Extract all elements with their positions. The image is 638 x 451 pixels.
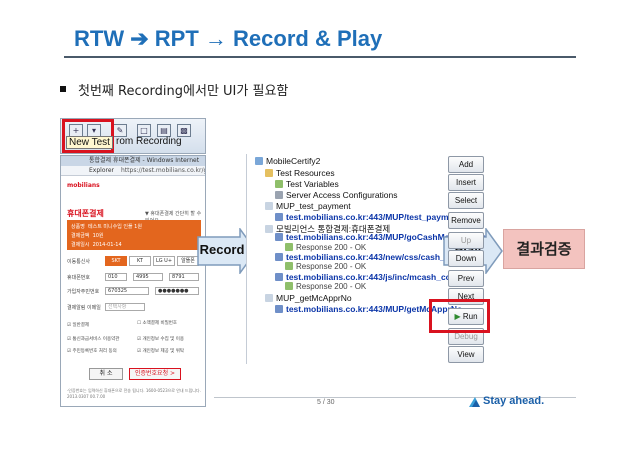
check-ssn[interactable]: ☑ 주민등록번호 처리 동의 xyxy=(67,349,117,354)
folder-icon xyxy=(265,169,273,177)
ssn-back-input[interactable]: ●●●●●●● xyxy=(155,287,199,295)
select-button[interactable]: Select xyxy=(448,192,484,209)
carrier-tab-kt[interactable]: KT xyxy=(129,256,151,266)
page-icon xyxy=(265,225,273,233)
carrier-tab-skt[interactable]: SKT xyxy=(105,256,127,266)
payment-summary-band: 상품명 테스트 미니수입 인플 1원 결제금액 10원 결제일시 2014-01… xyxy=(67,220,201,250)
title-rpt: RPT xyxy=(154,26,199,51)
tree-item[interactable]: MUP_getMcApprNo xyxy=(265,293,352,303)
down-button[interactable]: Down xyxy=(448,250,484,267)
run-highlight xyxy=(429,299,490,333)
from-recording-label: rom Recording xyxy=(116,136,182,147)
carrier-tabs: SKT KT LG U+ 알뜰폰 xyxy=(105,256,201,266)
thick-arrow-icon: ➔ xyxy=(130,26,149,51)
request-icon xyxy=(275,213,283,221)
ssn-front-input[interactable]: 670325 xyxy=(105,287,149,295)
band-row: 결제일시 2014-01-14 xyxy=(71,242,122,248)
new-test-tooltip: New Test xyxy=(66,136,113,149)
notice-email-label: 결제알림 이메일 xyxy=(67,305,101,311)
result-verification-box: 결과검증 xyxy=(503,229,585,269)
response-icon xyxy=(285,262,293,270)
response-icon xyxy=(285,243,293,251)
run-button[interactable]: ▶ Run xyxy=(448,308,484,325)
variable-icon xyxy=(275,180,283,188)
page-footer-note: ·인증번호는 입력하신 휴대폰으로 전송 됩니다. 1600-0523으로 안내… xyxy=(67,388,201,399)
tree-item[interactable]: Test Resources xyxy=(265,168,335,178)
check-general[interactable]: ☑ 일반결제 xyxy=(67,323,90,328)
view-button[interactable]: View xyxy=(448,346,484,363)
phone-prefix-select[interactable]: 010 xyxy=(105,273,127,281)
ssn-label: 가입자주민번호 xyxy=(67,289,100,295)
copy-icon[interactable]: □ xyxy=(137,124,151,137)
add-button[interactable]: Add xyxy=(448,156,484,173)
mobilians-logo: mobilians xyxy=(67,182,100,189)
browser-title-bar: 통합결제 휴대폰결제 - Windows Internet Explorer xyxy=(61,156,205,174)
request-icon xyxy=(275,253,283,261)
title-divider xyxy=(64,56,576,58)
tree-item[interactable]: test.mobilians.co.kr:443/js/inc/mcash_co… xyxy=(275,272,479,282)
title-rtw: RTW xyxy=(74,26,125,51)
footer-divider xyxy=(214,397,576,398)
phone-payment-heading: 휴대폰결제 xyxy=(67,209,104,218)
carrier-label: 이동통신사 xyxy=(67,259,91,265)
run-icon: ▶ xyxy=(454,312,461,321)
response-icon xyxy=(285,282,293,290)
phone-last-input[interactable]: 8791 xyxy=(169,273,199,281)
tree-item[interactable]: MUP_test_payment xyxy=(265,201,351,211)
tree-item[interactable]: MobileCertify2 xyxy=(255,156,320,166)
tree-item[interactable]: test.mobilians.co.kr:443/MUP/getMcApprNo xyxy=(275,304,462,314)
remove-button[interactable]: Remove xyxy=(448,212,484,229)
insert-button[interactable]: Insert xyxy=(448,174,484,191)
page-icon[interactable]: ▤ xyxy=(157,124,171,137)
slide-title: RTW ➔ RPT → Record & Play xyxy=(74,26,382,52)
arrow-right-icon: → xyxy=(204,26,227,51)
page-number: 5 / 30 xyxy=(317,399,335,406)
brand-tagline: Stay ahead. xyxy=(483,395,545,407)
brand-logo-icon xyxy=(469,397,480,407)
cancel-button[interactable]: 취 소 xyxy=(89,368,123,380)
server-config-icon xyxy=(275,191,283,199)
tree-item[interactable]: Server Access Configurations xyxy=(275,190,398,200)
title-record-play: Record & Play xyxy=(233,26,383,51)
browser-address-bar[interactable]: https://test.mobilians.co.kr/goCashMain.… xyxy=(61,166,205,176)
up-button[interactable]: Up xyxy=(448,232,484,249)
prev-button[interactable]: Prev xyxy=(448,270,484,287)
tree-item-selected[interactable]: test.mobilians.co.kr:443/MUP/goCashMain.… xyxy=(275,232,486,242)
run-label: Run xyxy=(462,312,478,321)
notice-email-input[interactable]: 선택사항 xyxy=(105,303,145,311)
page-icon xyxy=(265,294,273,302)
carrier-tab-lgu[interactable]: LG U+ xyxy=(153,256,175,266)
record-label: Record xyxy=(199,242,245,257)
phone-label: 휴대폰번호 xyxy=(67,275,91,281)
tree-item[interactable]: 모빌리언스 통합결제:휴대폰결제 xyxy=(265,223,390,235)
test-tree-panel: MobileCertify2 Test Resources Test Varia… xyxy=(246,154,486,364)
bullet-square-icon xyxy=(60,86,66,92)
tree-item[interactable]: test.mobilians.co.kr:443/MUP/test_paymen… xyxy=(275,212,464,222)
request-code-button[interactable]: 인증번호요청 > xyxy=(129,368,181,380)
request-icon xyxy=(275,233,283,241)
test-icon xyxy=(255,157,263,165)
tree-item[interactable]: Response 200 - OK xyxy=(285,243,366,252)
check-privacy[interactable]: ☑ 개인정보 수집 및 이용 xyxy=(137,337,185,342)
phone-mid-input[interactable]: 4995 xyxy=(133,273,163,281)
payment-web-page: 통합결제 휴대폰결제 - Windows Internet Explorer h… xyxy=(60,155,206,407)
check-third-party[interactable]: ☑ 개인정보 제공 및 위탁 xyxy=(137,349,185,354)
bullet-text: 첫번째 Recording에서만 UI가 필요함 xyxy=(78,84,289,99)
view-icon[interactable]: ▩ xyxy=(177,124,191,137)
band-row: 상품명 테스트 미니수입 인플 1원 xyxy=(71,224,142,230)
request-icon xyxy=(275,305,283,313)
tree-item[interactable]: Test Variables xyxy=(275,179,339,189)
page-icon xyxy=(265,202,273,210)
tree-item[interactable]: test.mobilians.co.kr:443/new/css/cash_co… xyxy=(275,252,483,262)
request-icon xyxy=(275,273,283,281)
band-row: 결제금액 10원 xyxy=(71,233,104,239)
tree-item[interactable]: Response 200 - OK xyxy=(285,282,366,291)
tree-item[interactable]: Response 200 - OK xyxy=(285,262,366,271)
check-terms[interactable]: ☑ 통신과금서비스 이용약관 xyxy=(67,337,120,342)
check-micro-password[interactable]: ☐ 소액결제 비밀번호 xyxy=(137,321,178,326)
